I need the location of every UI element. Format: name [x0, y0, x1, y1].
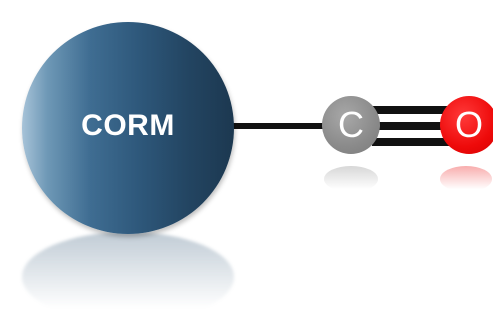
triple-bond-line-middle: [372, 122, 454, 130]
carbon-symbol: C: [338, 104, 364, 145]
carbon-atom: C: [322, 96, 380, 154]
oxygen-atom: O: [440, 96, 493, 154]
corm-reflection: [22, 232, 234, 322]
corm-sphere: CORM: [22, 22, 234, 234]
oxygen-symbol: O: [454, 104, 483, 145]
carbon-atom-reflection: [324, 166, 378, 192]
triple-bond-line-top: [372, 106, 454, 114]
corm-carbon-single-bond: [232, 123, 328, 129]
triple-bond-line-bottom: [372, 138, 454, 146]
corm-label: CORM: [81, 109, 175, 142]
oxygen-atom-reflection: [440, 166, 492, 192]
